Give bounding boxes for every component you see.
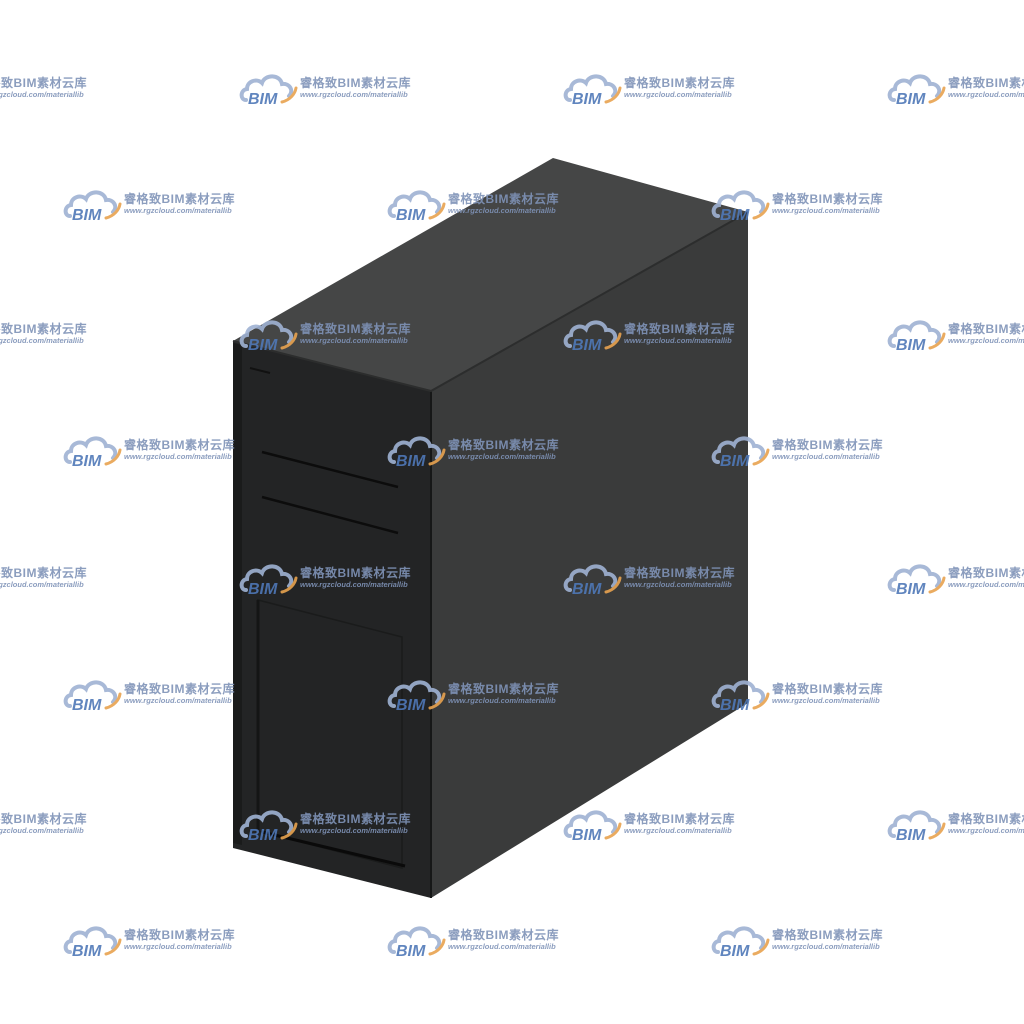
cabinet-vent-groove	[261, 495, 399, 535]
cabinet-top-edge	[232, 211, 749, 393]
cabinet-front-strip	[233, 343, 242, 845]
cabinet-top-face	[233, 158, 748, 391]
cabinet-vent-groove	[249, 367, 271, 374]
cabinet-side-face	[431, 212, 748, 898]
cabinet-vent-groove	[261, 450, 399, 489]
